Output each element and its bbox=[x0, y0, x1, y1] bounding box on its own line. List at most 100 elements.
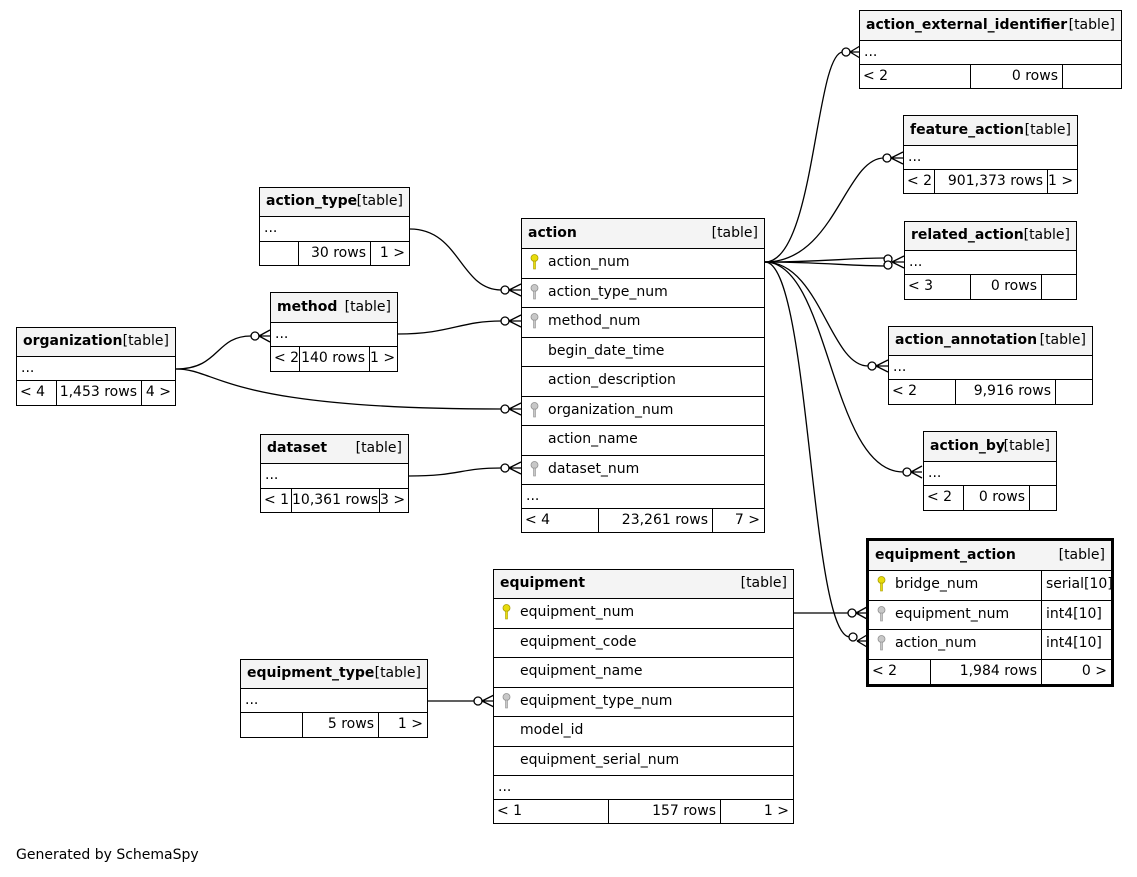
rel-crowfoot bbox=[508, 314, 522, 328]
column-name: organization_num bbox=[548, 401, 674, 418]
children-count[interactable] bbox=[1062, 65, 1121, 88]
rel-action-by bbox=[764, 261, 904, 473]
table-type: [table] bbox=[740, 575, 787, 591]
column-row[interactable]: action_description bbox=[522, 367, 764, 397]
table-header: action_annotation [table] bbox=[889, 327, 1092, 356]
parents-count[interactable]: < 1 bbox=[497, 803, 523, 819]
rel-crowfoot bbox=[890, 151, 904, 165]
column-row[interactable]: bridge_num serial[10] bbox=[869, 571, 1111, 601]
primary-key-icon bbox=[530, 254, 539, 270]
rel-action-annotation bbox=[764, 261, 869, 367]
table-equipment[interactable]: equipment [table] equipment_num equipmen… bbox=[493, 569, 794, 824]
column-name: begin_date_time bbox=[548, 342, 665, 359]
column-row[interactable]: equipment_num bbox=[494, 599, 793, 629]
table-header: dataset [table] bbox=[261, 435, 408, 464]
table-action-external-identifier[interactable]: action_external_identifier [table] ... <… bbox=[859, 10, 1122, 89]
columns-ellipsis: ... bbox=[924, 462, 1056, 486]
rel-action-external-identifier bbox=[764, 51, 844, 263]
column-row[interactable]: action_num int4[10] bbox=[869, 630, 1111, 660]
children-count[interactable]: 1 > bbox=[369, 347, 397, 371]
table-action-by[interactable]: action_by [table] ... < 2 0 rows bbox=[923, 431, 1057, 511]
parents-count[interactable]: < 4 bbox=[20, 384, 46, 400]
parents-count[interactable] bbox=[260, 242, 298, 265]
column-row[interactable]: action_type_num bbox=[522, 279, 764, 308]
parents-count[interactable]: < 3 bbox=[908, 278, 934, 294]
rel-feature-action bbox=[764, 157, 885, 263]
table-name: related_action bbox=[911, 227, 1024, 243]
table-action-type[interactable]: action_type [table] ... 30 rows 1 > bbox=[259, 187, 410, 266]
rel-crowfoot bbox=[481, 694, 495, 708]
column-row[interactable]: equipment_code bbox=[494, 629, 793, 658]
table-action[interactable]: action [table] action_num action_type_nu… bbox=[521, 218, 765, 533]
column-datatype: int4[10] bbox=[1041, 630, 1102, 659]
table-header: related_action [table] bbox=[905, 222, 1076, 251]
column-row[interactable]: equipment_serial_num bbox=[494, 747, 793, 776]
parents-count[interactable]: < 2 bbox=[927, 489, 953, 505]
table-dataset[interactable]: dataset [table] ... < 1 10,361 rows 3 > bbox=[260, 434, 409, 513]
table-type: [table] bbox=[374, 665, 421, 681]
parents-count[interactable]: < 2 bbox=[892, 383, 918, 399]
foreign-key-icon bbox=[530, 401, 539, 417]
table-related-action[interactable]: related_action [table] ... < 3 0 rows bbox=[904, 221, 1077, 300]
children-count[interactable]: 0 > bbox=[1041, 659, 1111, 684]
row-count: 30 rows bbox=[298, 242, 370, 265]
parents-count[interactable]: < 2 bbox=[274, 350, 300, 366]
children-count[interactable]: 1 > bbox=[378, 713, 427, 737]
columns-ellipsis: ... bbox=[904, 146, 1077, 170]
parents-count[interactable]: < 2 bbox=[863, 68, 889, 84]
table-name: equipment bbox=[500, 575, 586, 591]
column-row[interactable]: organization_num bbox=[522, 397, 764, 426]
table-equipment-action[interactable]: equipment_action [table] bridge_num seri… bbox=[866, 538, 1114, 687]
parents-count[interactable]: < 2 bbox=[872, 662, 898, 679]
children-count[interactable] bbox=[1041, 275, 1076, 299]
table-method[interactable]: method [table] ... < 2 140 rows 1 > bbox=[270, 292, 398, 372]
column-datatype: int4[10] bbox=[1041, 600, 1102, 629]
table-type: [table] bbox=[1039, 332, 1086, 348]
children-count[interactable]: 1 > bbox=[1047, 170, 1077, 193]
table-organization[interactable]: organization [table] ... < 4 1,453 rows … bbox=[16, 327, 176, 406]
rel-crowfoot bbox=[508, 283, 522, 297]
children-count[interactable]: 1 > bbox=[370, 242, 409, 265]
table-type: [table] bbox=[356, 193, 403, 209]
table-type: [table] bbox=[711, 225, 758, 241]
column-row[interactable]: equipment_name bbox=[494, 658, 793, 688]
rel-crowfoot bbox=[508, 402, 522, 416]
parents-count[interactable]: < 4 bbox=[525, 512, 551, 528]
columns-ellipsis: ... bbox=[860, 41, 1121, 65]
table-action-annotation[interactable]: action_annotation [table] ... < 2 9,916 … bbox=[888, 326, 1093, 405]
children-count[interactable]: 4 > bbox=[141, 381, 175, 405]
ellipsis-text: ... bbox=[21, 360, 35, 376]
column-row[interactable]: begin_date_time bbox=[522, 338, 764, 367]
table-type: [table] bbox=[1058, 547, 1105, 563]
children-count[interactable] bbox=[1029, 486, 1056, 510]
children-count[interactable]: 7 > bbox=[712, 509, 764, 532]
parents-count[interactable]: < 1 bbox=[264, 492, 290, 508]
column-name: equipment_code bbox=[520, 633, 637, 650]
column-row[interactable]: equipment_type_num bbox=[494, 688, 793, 717]
row-count: 23,261 rows bbox=[598, 509, 712, 532]
rel-end-circle bbox=[867, 361, 877, 371]
column-row[interactable]: action_name bbox=[522, 426, 764, 456]
column-row[interactable]: method_num bbox=[522, 308, 764, 338]
table-footer: < 1 10,361 rows 3 > bbox=[261, 489, 408, 512]
children-count[interactable]: 1 > bbox=[720, 800, 793, 823]
table-feature-action[interactable]: feature_action [table] ... < 2 901,373 r… bbox=[903, 115, 1078, 194]
table-header: equipment_type [table] bbox=[241, 660, 427, 689]
column-row[interactable]: dataset_num bbox=[522, 456, 764, 485]
table-equipment-type[interactable]: equipment_type [table] ... 5 rows 1 > bbox=[240, 659, 428, 738]
parents-count[interactable] bbox=[241, 713, 302, 737]
parents-count[interactable]: < 2 bbox=[907, 173, 933, 189]
column-row[interactable]: equipment_num int4[10] bbox=[869, 600, 1111, 630]
generated-by-credit: Generated by SchemaSpy bbox=[16, 847, 199, 863]
table-footer: < 4 23,261 rows 7 > bbox=[522, 509, 764, 532]
children-count[interactable] bbox=[1055, 380, 1092, 404]
row-count: 901,373 rows bbox=[934, 170, 1047, 193]
table-type: [table] bbox=[1068, 17, 1115, 33]
table-name: feature_action bbox=[910, 122, 1024, 138]
children-count[interactable]: 3 > bbox=[379, 489, 408, 512]
table-header: action_type [table] bbox=[260, 188, 409, 217]
column-row[interactable]: model_id bbox=[494, 717, 793, 747]
table-type: [table] bbox=[122, 333, 169, 349]
ellipsis-text: ... bbox=[245, 692, 259, 708]
column-row[interactable]: action_num bbox=[522, 249, 764, 279]
